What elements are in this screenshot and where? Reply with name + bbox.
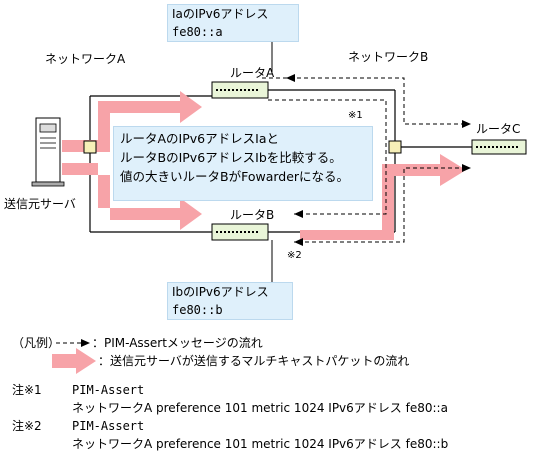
legend-pink-arrow: [52, 348, 96, 374]
router-c-icon: [471, 139, 527, 155]
explanation-line3: 値の大きいルータBがFowarderになる。: [120, 169, 350, 184]
dashed-arrowheads: [286, 74, 471, 246]
router-c-label: ルータC: [476, 122, 521, 136]
router-a-label: ルータA: [230, 66, 275, 80]
interface-left: [83, 140, 97, 154]
note-1-detail: ネットワークA preference 101 metric 1024 IPv6ア…: [72, 401, 448, 415]
note-2-label: 注※2: [12, 419, 42, 433]
router-a-callout-line1: IaのIPv6アドレス: [172, 7, 269, 21]
source-server-icon: [31, 117, 65, 187]
router-a-icon: [211, 81, 269, 99]
note-2-detail: ネットワークA preference 101 metric 1024 IPv6ア…: [72, 437, 449, 451]
legend-arrow-label: ：送信元サーバが送信するマルチキャストパケットの流れ: [98, 354, 410, 368]
router-b-icon: [211, 223, 269, 241]
router-a-callout-line2: fe80::a: [172, 25, 223, 39]
router-b-callout-line2: fe80::b: [172, 303, 223, 317]
mark-note-2: ※2: [287, 250, 302, 261]
mark-note-1: ※1: [348, 110, 363, 121]
router-a-address-callout: IaのIPv6アドレス fe80::a: [167, 4, 299, 42]
interface-right: [388, 140, 402, 154]
note-1-title: PIM-Assert: [72, 383, 145, 397]
legend-title: （凡例）: [12, 336, 61, 350]
multicast-flow-arrows: [62, 91, 466, 240]
router-b-label: ルータB: [230, 208, 275, 222]
explanation-line1: ルータAのIPv6アドレスIaと: [120, 131, 279, 146]
note-1-label: 注※1: [12, 383, 42, 397]
pim-assert-dashed-lines: [262, 77, 466, 243]
router-b-callout-line1: IbのIPv6アドレス: [172, 285, 269, 299]
network-a-label: ネットワークA: [45, 52, 126, 66]
legend-dashed-label: ：PIM-Assertメッセージの流れ: [92, 336, 263, 350]
comparison-explanation: ルータAのIPv6アドレスIaと ルータBのIPv6アドレスIbを比較する。 値…: [113, 126, 373, 201]
network-b-label: ネットワークB: [348, 50, 429, 64]
legend-dashed-arrow: [56, 339, 90, 347]
note-2-title: PIM-Assert: [72, 419, 145, 433]
source-server-label: 送信元サーバ: [4, 197, 76, 211]
router-b-address-callout: IbのIPv6アドレス fe80::b: [167, 282, 293, 320]
explanation-line2: ルータBのIPv6アドレスIbを比較する。: [120, 150, 342, 165]
